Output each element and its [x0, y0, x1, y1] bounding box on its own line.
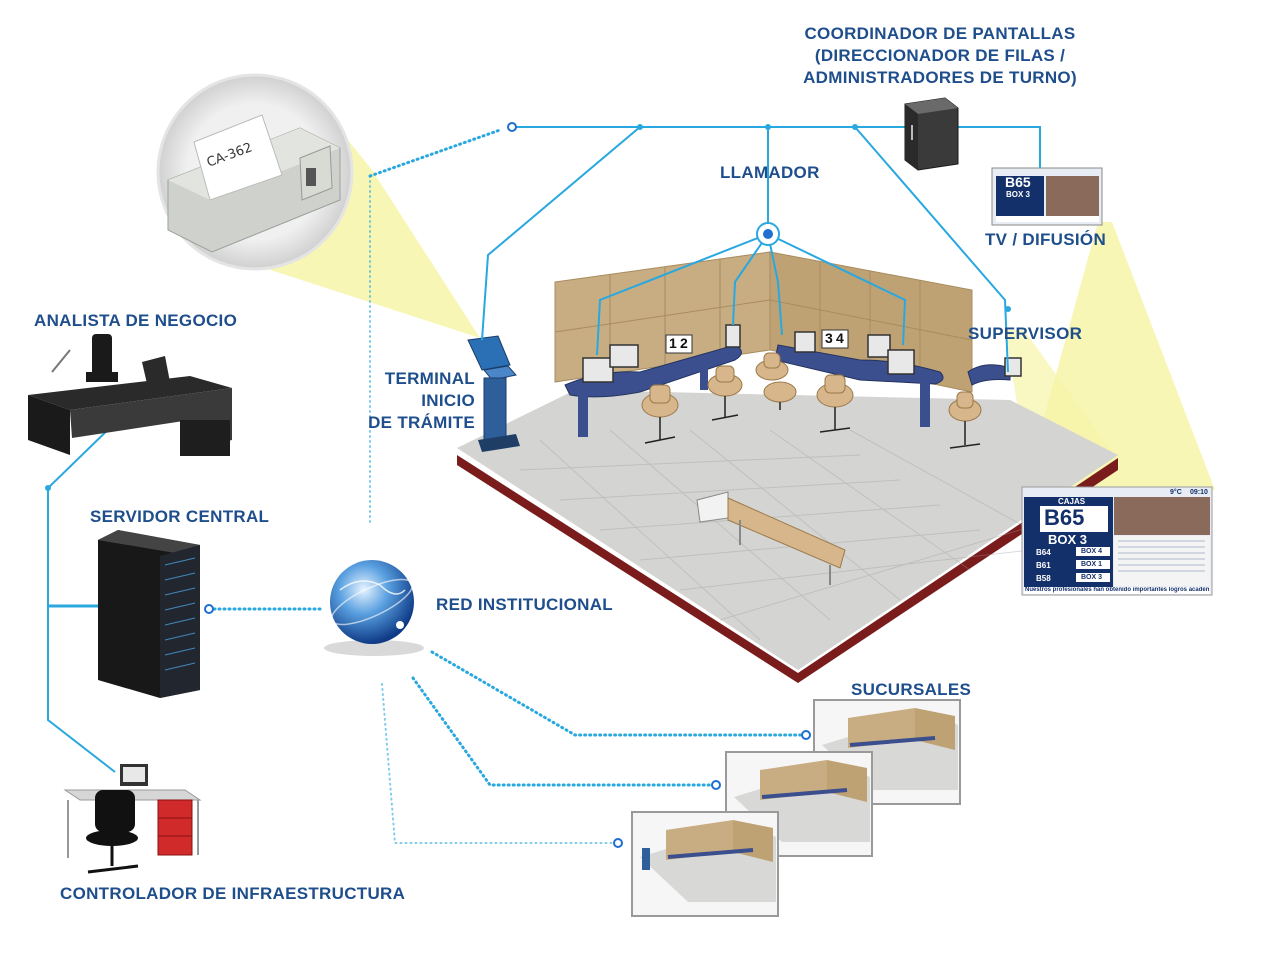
red-label: RED INSTITUCIONAL [436, 595, 613, 614]
servidor-label: SERVIDOR CENTRAL [90, 507, 270, 526]
queue-display-screen [1021, 486, 1213, 596]
office-desk-icon [63, 764, 202, 874]
supervisor-label: SUPERVISOR [968, 324, 1083, 343]
printer-beam [246, 140, 480, 338]
tv-label: TV / DIFUSIÓN [985, 230, 1107, 249]
showroom [457, 251, 1118, 683]
sucursales-label: SUCURSALES [851, 680, 972, 699]
screen-section: CAJAS [1058, 497, 1086, 506]
analista-label: ANALISTA DE NEGOCIO [34, 311, 238, 330]
screen-current-box: BOX 3 [1048, 532, 1088, 547]
coordinador-label: COORDINADOR DE PANTALLAS (DIRECCIONADOR … [790, 23, 1090, 89]
chairs [641, 352, 982, 422]
queue-row-box: BOX 4 [1081, 548, 1103, 555]
queue-row-ticket: B61 [1036, 561, 1051, 570]
queue-row-ticket: B58 [1036, 574, 1051, 583]
globe-icon [324, 560, 424, 656]
network-lines [47, 126, 1041, 773]
terminal-line-3: DE TRÁMITE [368, 413, 475, 432]
controlador-label: CONTROLADOR DE INFRAESTRUCTURA [60, 884, 406, 903]
coordinator-pc-icon [904, 97, 959, 171]
screen-ticker: Nuestros profesionales han obtenido impo… [1025, 587, 1209, 593]
branch-thumbnails [631, 699, 961, 917]
small-tv-box: BOX 3 [1006, 190, 1031, 199]
desk-supervisor [967, 364, 1011, 386]
coordinador-line-3: ADMINISTRADORES DE TURNO) [803, 68, 1077, 87]
desk-number-2: 2 [680, 335, 688, 351]
waiting-bench [696, 491, 846, 585]
terminal-label: TERMINAL INICIO DE TRÁMITE [340, 368, 475, 434]
desk-number-4: 4 [836, 330, 844, 346]
queue-row-box: BOX 3 [1081, 574, 1103, 581]
kiosk-terminal [467, 335, 520, 452]
llamador-hub-icon [756, 222, 780, 246]
screen-current-ticket: B65 [1044, 505, 1085, 530]
coordinador-line-2: (DIRECCIONADOR DE FILAS / [814, 46, 1066, 65]
small-tv-screen [991, 167, 1103, 226]
executive-desk-icon [28, 334, 232, 456]
screen-time: 09:10 [1190, 489, 1208, 496]
small-tv-ticket: B65 [1005, 174, 1031, 190]
terminal-line-2: INICIO [421, 391, 475, 410]
coordinador-line-1: COORDINADOR DE PANTALLAS [804, 24, 1076, 43]
llamador-label: LLAMADOR [720, 163, 820, 182]
workstation-monitors [582, 324, 1022, 383]
screen-temperature: 9°C [1170, 489, 1182, 496]
node-markers [204, 122, 811, 848]
junction-dots [45, 124, 1011, 491]
server-rack-icon [98, 530, 200, 698]
desk-number-3: 3 [825, 330, 833, 346]
branch-thumbnail-1 [631, 811, 779, 917]
queue-row-box: BOX 1 [1081, 561, 1103, 568]
dotted-lines [212, 128, 802, 844]
queue-row-ticket: B64 [1036, 548, 1051, 557]
branch-thumbnail-2 [725, 751, 873, 857]
desk-number-signs [665, 329, 849, 354]
terminal-line-1: TERMINAL [384, 369, 475, 388]
desk-number-1: 1 [669, 335, 677, 351]
ticket-printer-icon [156, 73, 354, 271]
